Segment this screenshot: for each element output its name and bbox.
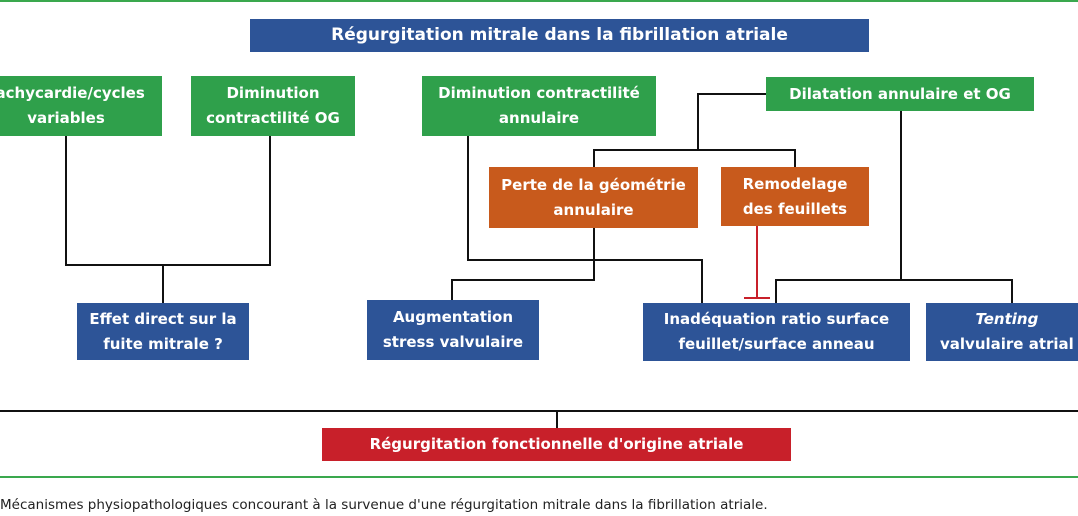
node-augmentation-stress-line2: stress valvulaire [382,333,524,351]
bottom-rule [0,476,1078,478]
node-remodelage-line1: Remodelage [742,174,848,193]
node-effet-direct: Effet direct sur la fuite mitrale ? [77,303,249,360]
connector-split-bottom [775,279,1013,303]
top-rule [0,0,1078,2]
node-effet-direct-line2: fuite mitrale ? [103,334,223,353]
node-tachycardie-line1: Tachycardie/cycles [0,84,145,102]
node-diminution-og-line2: contractilité OG [206,109,340,127]
node-remodelage-line2: des feuillets [742,199,848,218]
node-remodelage: Remodelage des feuillets [721,167,869,226]
node-tachycardie-line2: variables [27,109,105,127]
node-perte-geometrie-line2: annulaire [553,200,634,219]
title-text: Régurgitation mitrale dans la fibrillati… [331,25,788,45]
node-inadequation-ratio: Inadéquation ratio surface feuillet/surf… [643,303,910,361]
node-diminution-og: Diminution contractilité OG [191,76,355,136]
node-augmentation-stress: Augmentation stress valvulaire [367,300,539,360]
node-diminution-og-line1: Diminution [226,84,320,102]
node-perte-geometrie-line1: Perte de la géométrie [501,175,686,194]
node-tachycardie: Tachycardie/cycles variables [0,76,162,136]
figure-caption: Mécanismes physiopathologiques concouran… [0,497,768,513]
node-regurgitation-fonctionnelle: Régurgitation fonctionnelle d'origine at… [322,428,791,461]
connector-split [593,149,796,167]
node-inadequation-ratio-line1: Inadéquation ratio surface [663,310,890,328]
node-augmentation-stress-line1: Augmentation [392,308,514,326]
connector-dimann [467,136,703,303]
node-inadequation-ratio-line2: feuillet/surface anneau [678,335,875,353]
node-perte-geometrie: Perte de la géométrie annulaire [489,167,698,228]
node-diminution-annulaire: Diminution contractilité annulaire [422,76,656,136]
node-dilatation: Dilatation annulaire et OG [766,77,1034,111]
node-dilatation-line1: Dilatation annulaire et OG [789,84,1011,103]
node-tenting: Tenting valvulaire atrial [926,303,1078,361]
diagram-title: Régurgitation mitrale dans la fibrillati… [250,19,869,52]
node-tenting-line2: valvulaire atrial [940,335,1074,353]
node-tenting-line1: Tenting [975,310,1039,328]
connector-perte [451,228,595,300]
node-diminution-annulaire-line2: annulaire [498,109,580,127]
node-effet-direct-line1: Effet direct sur la [89,309,237,328]
connector-tachy [65,136,271,266]
connector-dilat-top [697,93,766,150]
node-regurgitation-fonctionnelle-line1: Régurgitation fonctionnelle d'origine at… [369,435,744,453]
node-diminution-annulaire-line1: Diminution contractilité [438,84,640,102]
